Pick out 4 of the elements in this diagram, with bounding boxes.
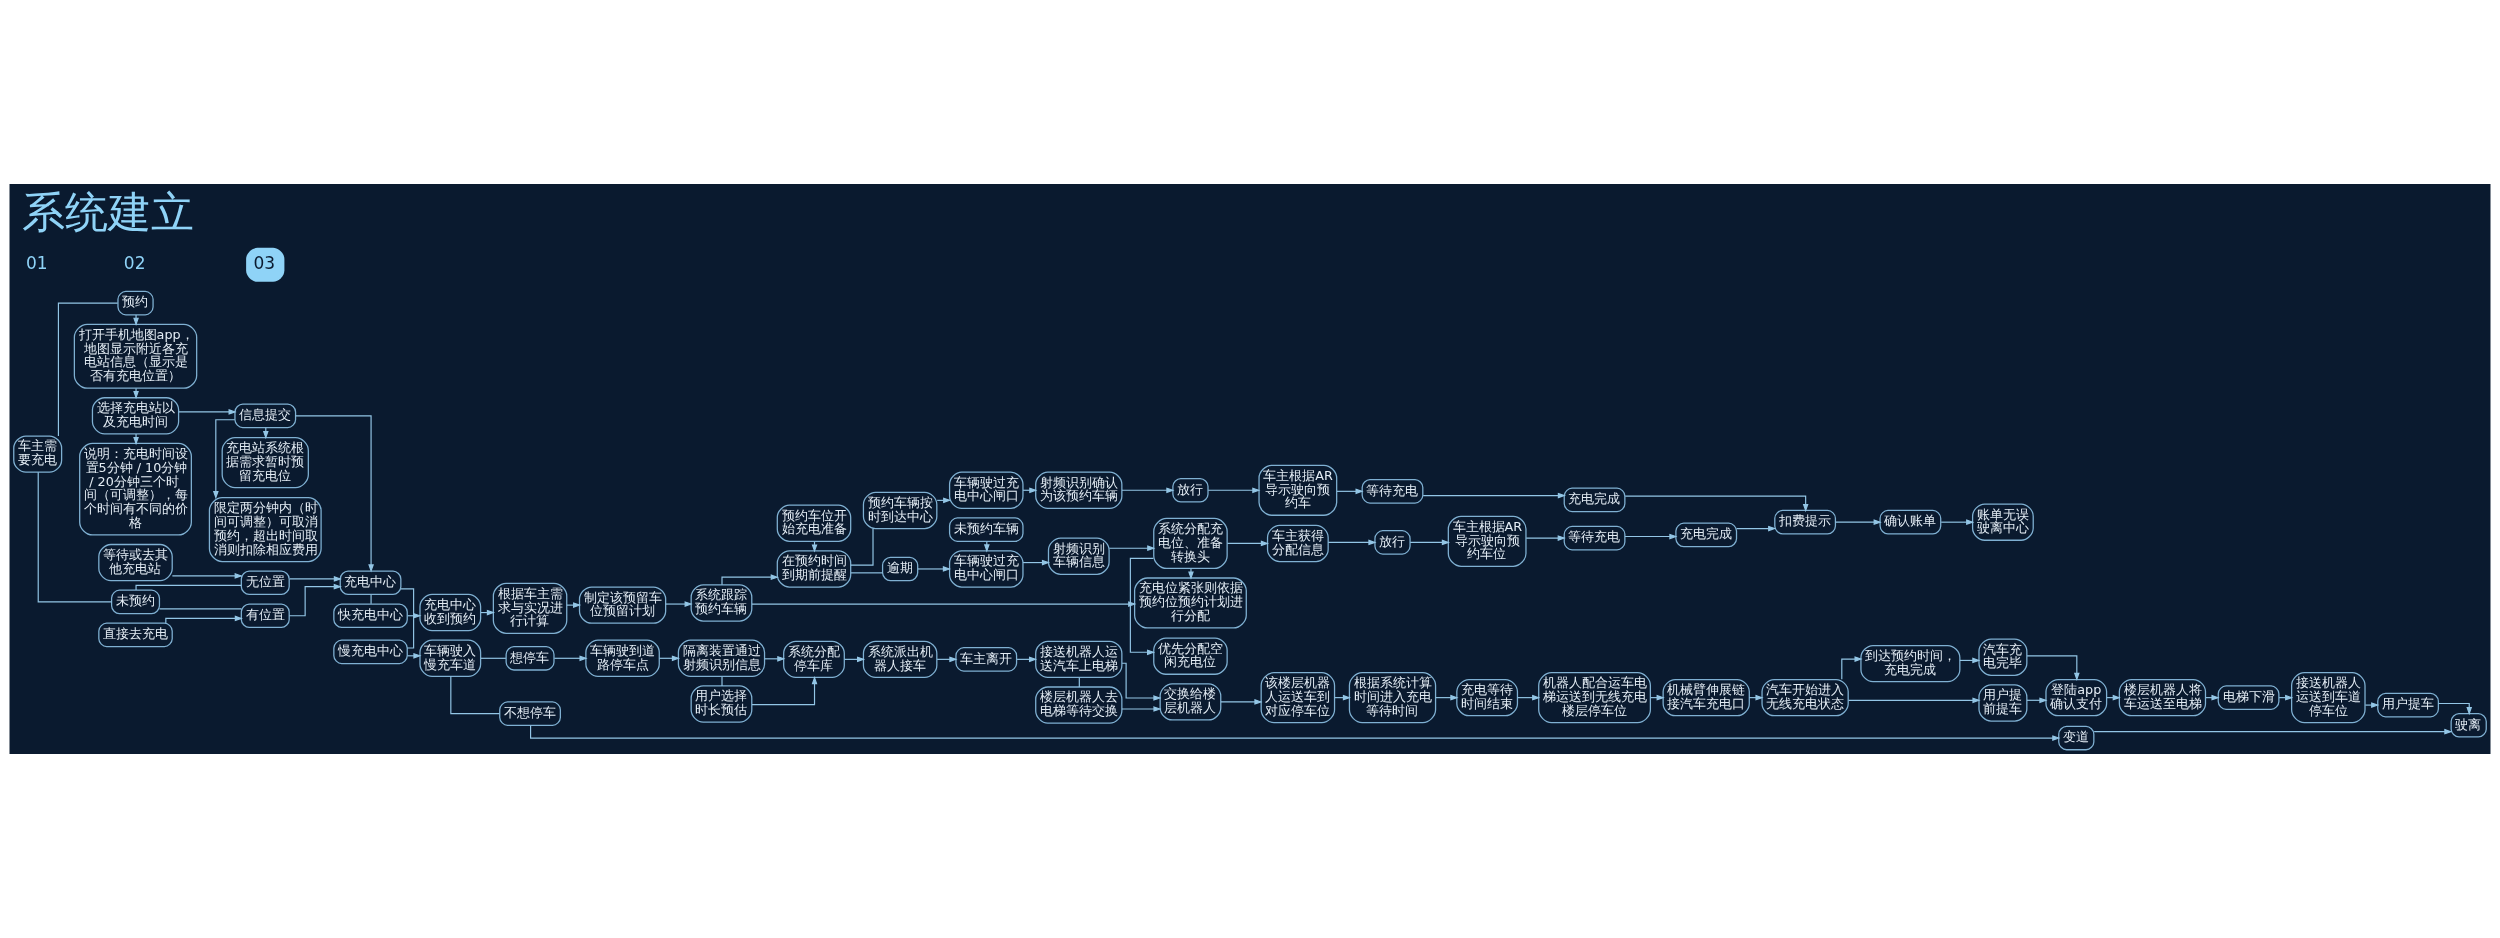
label: 03 — [253, 252, 276, 273]
label: 01 — [25, 252, 48, 273]
diagram-title: 系统建立 — [22, 187, 195, 237]
label: 02 — [123, 252, 146, 273]
